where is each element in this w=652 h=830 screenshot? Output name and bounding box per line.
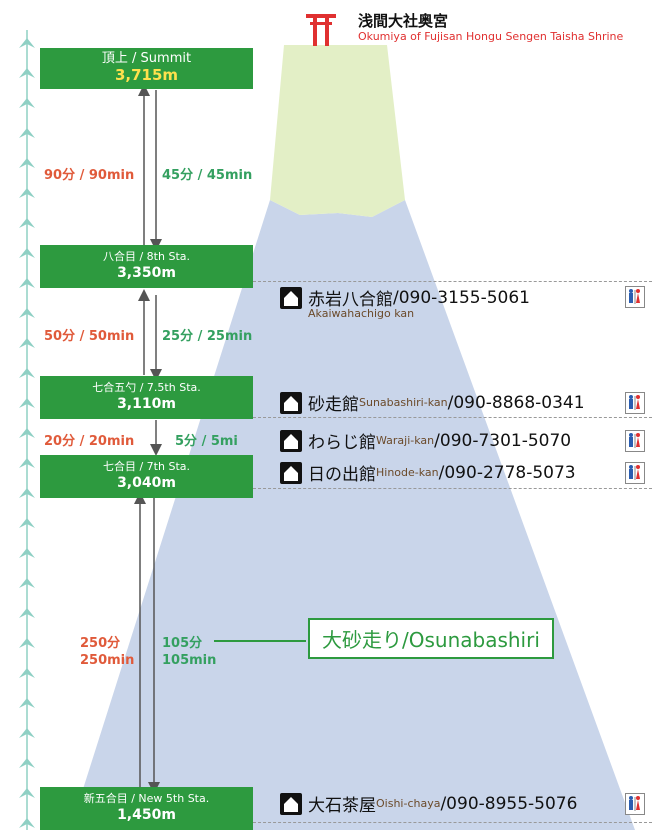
up-arrow-icon [19,368,35,378]
osunabashiri-label: 大砂走り/Osunabashiri [308,618,554,659]
station-name: 七合目 / 7th Sta. [102,460,190,473]
up-arrow-icon [19,698,35,708]
station-7-5th: 七合五勺 / 7.5th Sta. 3,110m [40,376,253,419]
time-up-8th-75th: 50分 / 50min [44,329,135,344]
hut-akaiwa: 赤岩八合館 /090-3155-5061 Akaiwahachigo kan [280,285,610,320]
osunabashiri-connector [214,640,306,642]
station-name: 頂上 / Summit [101,51,192,66]
hut-name: 日の出館 [308,465,376,485]
level-line-5th [253,822,652,823]
up-arrow-icon [19,428,35,438]
up-arrow-icon [19,248,35,258]
restroom-icon [625,392,645,414]
up-arrow-icon [19,128,35,138]
hut-name: 砂走館 [308,395,359,415]
hut-romaji: Waraji-kan [376,434,435,447]
up-arrow-icon [19,788,35,798]
up-arrow-icon [19,188,35,198]
hut-icon [280,391,302,414]
hut-icon [280,429,302,452]
up-arrow-icon [19,548,35,558]
restroom-icon [625,462,645,484]
up-arrow-icon [19,338,35,348]
station-altitude: 3,110m [117,396,176,412]
hut-romaji: Sunabashiri-kan [359,396,448,409]
time-up-7th-5th-en: 250min [80,653,135,668]
station-altitude: 1,450m [117,807,176,823]
hut-phone: /090-8868-0341 [447,392,585,413]
station-7th: 七合目 / 7th Sta. 3,040m [40,455,253,498]
up-arrow-icon [19,278,35,288]
up-arrow-icon [19,68,35,78]
hut-phone: /090-3155-5061 [393,287,530,308]
hut-romaji: Hinode-kan [376,466,439,479]
up-arrow-icon [19,488,35,498]
hut-sunabashiri: 砂走館 Sunabashiri-kan /090-8868-0341 [280,390,585,415]
hut-icon [280,792,302,815]
restroom-icon [625,793,645,815]
time-down-summit-8th: 45分 / 45min [162,168,253,183]
time-up-75th-7th: 20分 / 20min [44,434,135,449]
route-arrows [134,84,162,794]
up-arrow-icon [19,218,35,228]
hut-icon [280,461,302,484]
hut-icon [280,286,302,309]
hut-phone: /090-7301-5070 [434,430,572,451]
station-8th: 八合目 / 8th Sta. 3,350m [40,245,253,288]
time-down-75th-7th: 5分 / 5mi [175,434,238,449]
hut-oishi: 大石茶屋 Oishi-chaya /090-8955-5076 [280,791,577,816]
station-new-5th: 新五合目 / New 5th Sta. 1,450m [40,787,253,830]
station-name: 七合五勺 / 7.5th Sta. [92,381,201,394]
restroom-icon [625,286,645,308]
up-arrow-icon [19,98,35,108]
hut-romaji: Oishi-chaya [376,797,441,810]
level-line-8th [253,281,652,282]
hut-name: わらじ館 [308,433,376,453]
time-down-7th-5th-en: 105min [162,653,217,668]
hut-romaji: Akaiwahachigo kan [308,307,415,320]
station-summit: 頂上 / Summit 3,715m [40,48,253,89]
time-down-8th-75th: 25分 / 25min [162,329,253,344]
up-arrow-icon [19,668,35,678]
time-up-7th-5th-jp: 250分 [80,636,121,651]
up-arrow-icon [19,398,35,408]
up-arrow-icon [19,308,35,318]
station-altitude: 3,715m [114,66,179,84]
up-arrow-icon [19,38,35,48]
station-altitude: 3,350m [117,265,176,281]
hut-waraji: わらじ館 Waraji-kan /090-7301-5070 [280,428,571,453]
station-name: 八合目 / 8th Sta. [102,250,190,263]
shrine-name-en: Okumiya of Fujisan Hongu Sengen Taisha S… [358,30,624,43]
hut-phone: /090-8955-5076 [440,793,578,814]
up-arrow-icon [19,638,35,648]
station-altitude: 3,040m [117,475,176,491]
torii-icon [306,14,336,46]
time-up-summit-8th: 90分 / 90min [44,168,135,183]
time-down-7th-5th-jp: 105分 [162,636,203,651]
shrine-name-jp: 浅間大社奥宮 [358,12,449,30]
level-line-75th [253,417,652,418]
restroom-icon [625,430,645,452]
up-arrow-icon [19,728,35,738]
up-arrow-icon [19,608,35,618]
up-arrow-icon [19,158,35,168]
hut-phone: /090-2778-5073 [438,462,576,483]
up-arrow-icon [19,458,35,468]
hut-name: 赤岩八合館 [308,290,393,310]
up-arrow-icon [19,818,35,828]
up-arrow-icon [19,30,35,830]
hut-hinode: 日の出館 Hinode-kan /090-2778-5073 [280,460,576,485]
up-arrow-icon [19,578,35,588]
station-name: 新五合目 / New 5th Sta. [83,792,210,805]
up-arrow-icon [19,518,35,528]
hut-name: 大石茶屋 [308,796,376,816]
level-line-7th [253,488,652,489]
up-arrow-icon [19,758,35,768]
